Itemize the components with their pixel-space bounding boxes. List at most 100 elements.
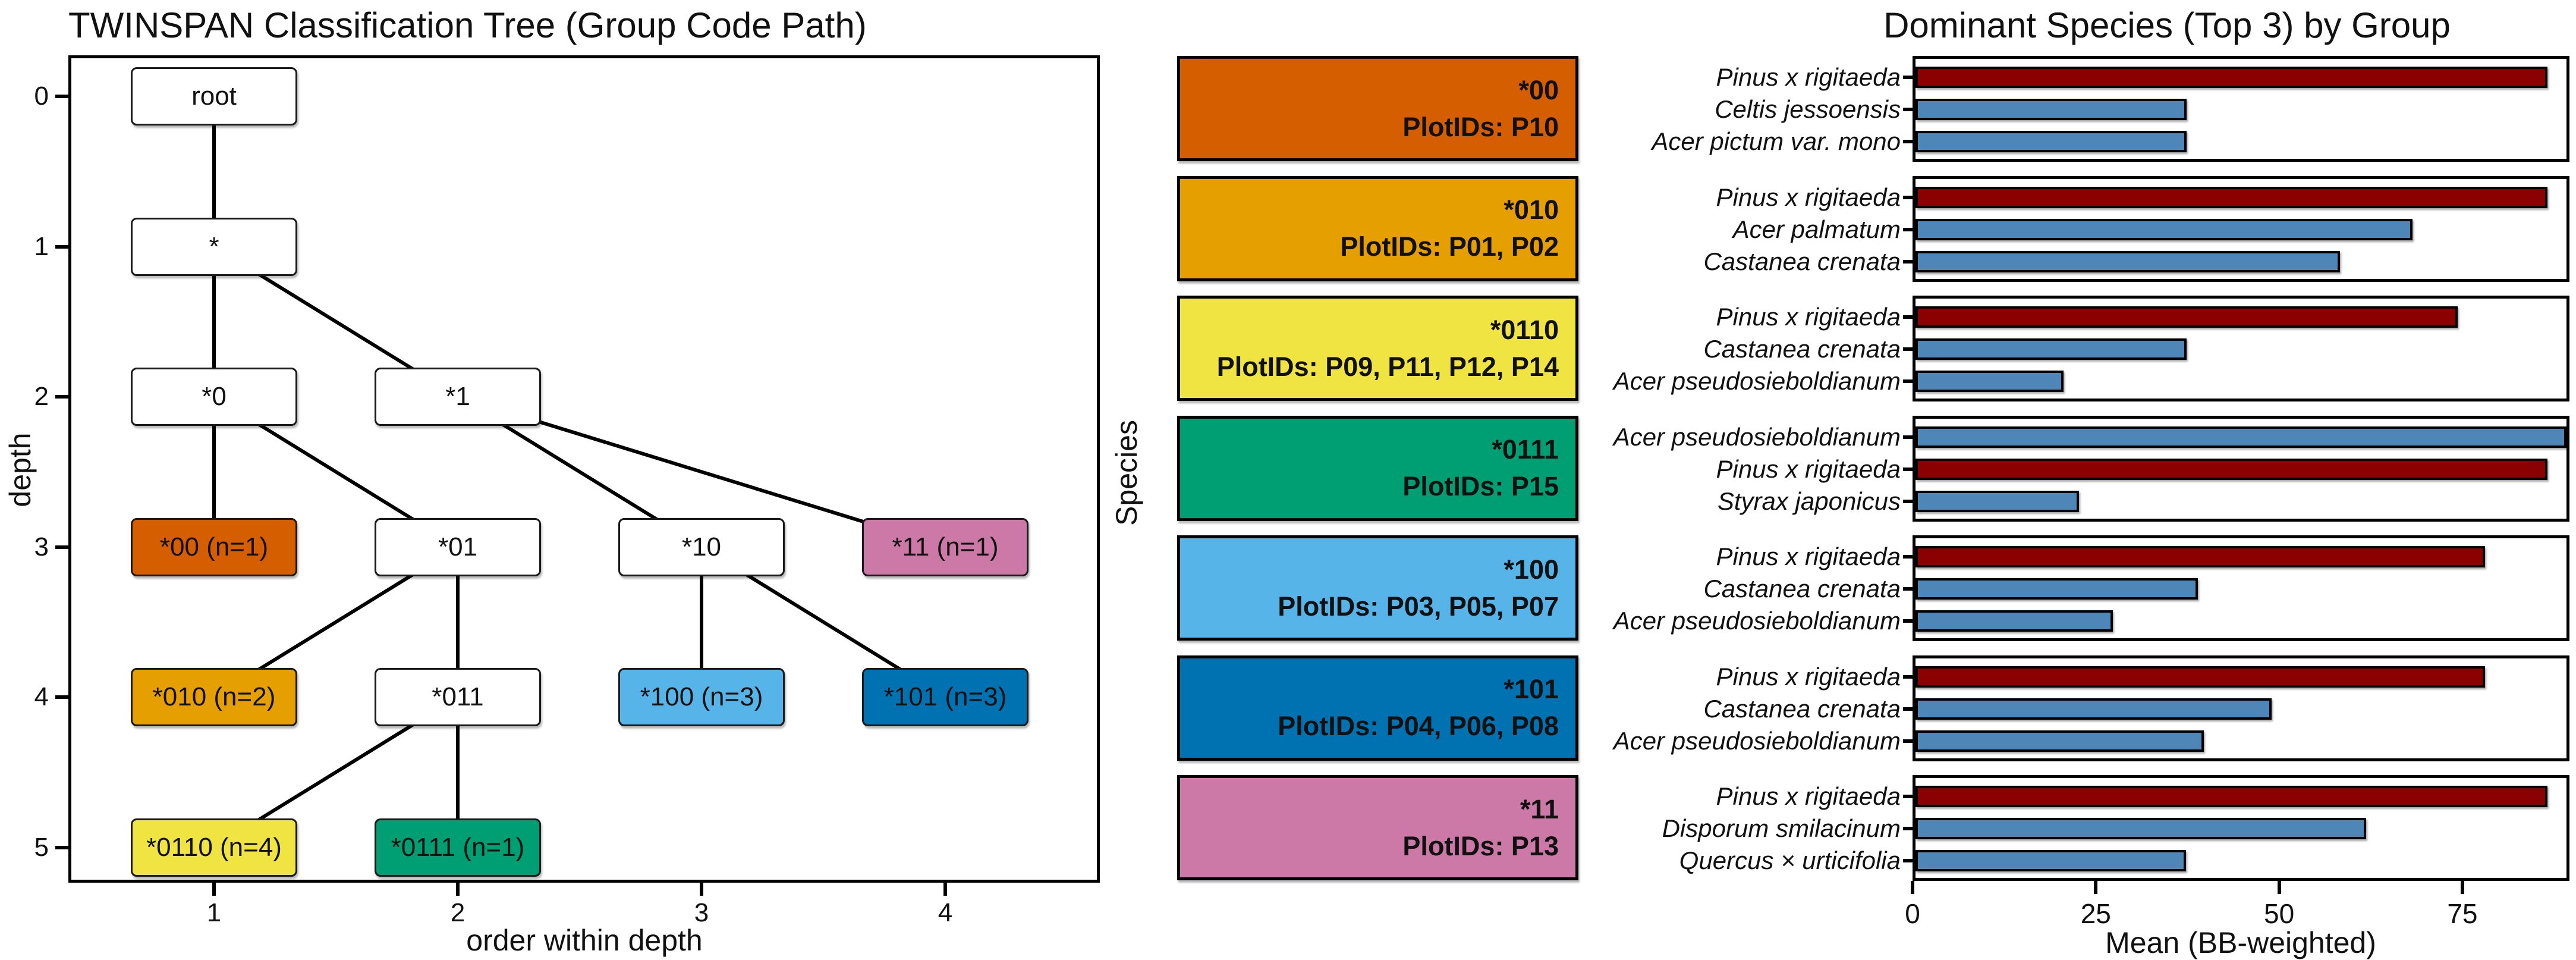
tree-panel-title: TWINSPAN Classification Tree (Group Code…	[68, 5, 867, 45]
bars-x-tick	[2094, 881, 2098, 894]
bars-y-tick	[1903, 499, 1913, 503]
species-label: Acer pseudosieboldianum	[1613, 726, 1901, 755]
group-strip-plots: PlotIDs: P01, P02	[1340, 231, 1559, 262]
group-strip-code: *0111	[1492, 434, 1559, 465]
species-label: Pinus x rigitaeda	[1716, 454, 1901, 483]
bars-x-tick	[2277, 881, 2281, 894]
species-label: Pinus x rigitaeda	[1716, 303, 1901, 331]
tree-y-tick	[55, 95, 68, 98]
group-strip-plots: PlotIDs: P10	[1402, 111, 1559, 142]
bars-y-tick	[1903, 739, 1913, 743]
bars-x-axis-title: Mean (BB-weighted)	[2105, 926, 2376, 959]
tree-x-tick	[943, 883, 947, 896]
tree-node-*011: *011	[375, 668, 541, 726]
bar-*00-1	[1916, 99, 2187, 120]
tree-x-tick	[700, 883, 703, 896]
species-label: Acer palmatum	[1732, 215, 1901, 243]
group-strip-code: *00	[1518, 74, 1559, 105]
bar-*010-0	[1916, 186, 2547, 208]
tree-x-axis-title: order within depth	[466, 924, 703, 957]
bar-facet-*101	[1913, 655, 2569, 761]
bar-facet-*11	[1913, 775, 2569, 881]
bar-*11-1	[1916, 818, 2366, 839]
tree-x-tick-label: 4	[938, 898, 953, 927]
species-label: Castanea crenata	[1703, 335, 1901, 363]
tree-node-*10: *10	[618, 517, 785, 576]
species-label: Acer pseudosieboldianum	[1613, 367, 1901, 395]
bar-*0110-1	[1916, 338, 2187, 360]
species-label: Pinus x rigitaeda	[1716, 542, 1901, 570]
bars-y-tick	[1903, 227, 1913, 231]
tree-node-*01: *01	[375, 517, 541, 576]
tree-x-tick-label: 2	[450, 898, 465, 927]
bars-y-tick	[1903, 435, 1913, 439]
bar-*0111-0	[1916, 426, 2566, 448]
species-label: Disporum smilacinum	[1662, 814, 1901, 842]
tree-y-tick-label: 4	[34, 682, 49, 711]
tree-node-*100: *100 (n=3)	[618, 668, 785, 726]
bar-facet-*0111	[1913, 415, 2569, 522]
bars-y-tick	[1903, 707, 1913, 711]
species-label: Castanea crenata	[1703, 694, 1901, 723]
bar-*010-1	[1916, 218, 2413, 240]
bars-y-tick	[1903, 195, 1913, 199]
bars-y-tick	[1903, 379, 1913, 383]
bars-y-tick	[1903, 140, 1913, 143]
species-label: Quercus × urticifolia	[1679, 846, 1901, 874]
tree-y-tick	[55, 395, 68, 399]
bar-*010-2	[1916, 250, 2340, 272]
species-label: Celtis jessoensis	[1715, 95, 1901, 123]
species-label: Acer pictum var. mono	[1652, 127, 1901, 155]
species-label: Acer pseudosieboldianum	[1613, 607, 1901, 635]
bar-*101-1	[1916, 698, 2272, 720]
tree-node-*101: *101 (n=3)	[862, 668, 1028, 726]
group-strip-plots: PlotIDs: P09, P11, P12, P14	[1216, 351, 1559, 382]
bars-y-tick	[1903, 347, 1913, 351]
tree-y-tick-label: 3	[34, 532, 49, 561]
bars-y-tick	[1903, 315, 1913, 319]
species-label: Styrax japonicus	[1717, 487, 1901, 515]
tree-node-root: root	[131, 67, 297, 126]
group-strip-plots: PlotIDs: P13	[1402, 830, 1559, 861]
tree-y-tick	[55, 244, 68, 249]
species-label: Pinus x rigitaeda	[1716, 63, 1901, 91]
bars-y-tick	[1903, 587, 1913, 591]
tree-y-tick	[55, 545, 68, 549]
tree-y-tick-label: 2	[34, 382, 49, 411]
tree-node-*1: *1	[375, 368, 541, 426]
bar-*0110-0	[1916, 306, 2458, 328]
tree-y-tick-label: 5	[34, 832, 49, 862]
tree-x-tick-label: 1	[206, 898, 222, 927]
bars-y-tick	[1903, 619, 1913, 623]
bars-y-tick	[1903, 555, 1913, 559]
species-axis-title: Species	[1110, 420, 1143, 526]
bars-y-tick	[1903, 467, 1913, 471]
tree-y-tick-label: 1	[34, 231, 49, 261]
bars-x-tick-label: 0	[1905, 898, 1920, 929]
species-label: Castanea crenata	[1703, 247, 1901, 275]
bar-*0110-2	[1916, 371, 2064, 392]
tree-y-tick-label: 0	[34, 81, 49, 111]
bars-y-tick	[1903, 108, 1913, 111]
bars-x-tick-label: 50	[2264, 898, 2295, 929]
tree-y-tick	[55, 695, 68, 699]
tree-y-tick	[55, 845, 68, 849]
tree-node-*: *	[131, 217, 297, 276]
bar-*11-2	[1916, 850, 2186, 871]
group-strip-plots: PlotIDs: P15	[1402, 471, 1559, 501]
bar-*11-0	[1916, 786, 2547, 807]
bar-*0111-2	[1916, 490, 2079, 512]
bars-y-tick	[1903, 76, 1913, 79]
group-strip-code: *010	[1504, 194, 1559, 225]
bars-x-tick	[2460, 881, 2464, 894]
group-strip-plots: PlotIDs: P03, P05, P07	[1278, 591, 1559, 622]
bar-facet-*100	[1913, 535, 2569, 641]
species-label: Pinus x rigitaeda	[1716, 183, 1901, 211]
tree-node-*0: *0	[131, 368, 297, 426]
